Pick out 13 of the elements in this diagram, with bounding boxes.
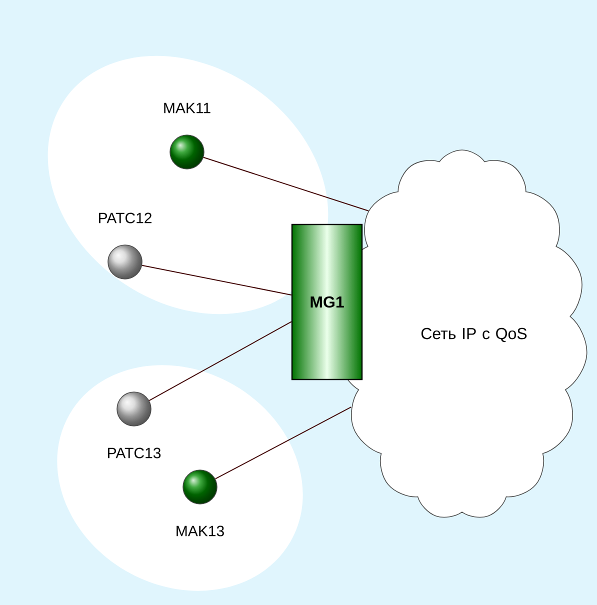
node-label: PATC13 bbox=[108, 448, 161, 458]
node-label: MAK11 bbox=[164, 102, 210, 114]
node-label: MAK13 bbox=[176, 526, 224, 536]
connector-line bbox=[203, 156, 369, 212]
node-ball: MAK11 bbox=[164, 102, 210, 170]
node-ball: PATC13 bbox=[108, 392, 161, 458]
node-label: PATC12 bbox=[98, 212, 152, 224]
connector-line bbox=[142, 264, 292, 296]
node-ball: PATC12 bbox=[99, 212, 152, 280]
connector-line bbox=[148, 321, 292, 402]
gateway-box: MG1 bbox=[291, 224, 363, 380]
connector-line bbox=[214, 406, 352, 480]
node-ball: MAK13 bbox=[176, 470, 224, 536]
